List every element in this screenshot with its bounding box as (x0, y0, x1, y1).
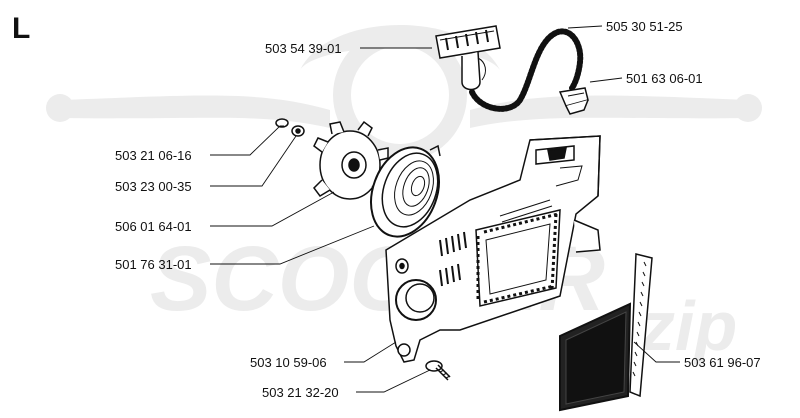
part-number-label: 505 30 51-25 (606, 19, 683, 34)
part-number-label: 503 23 00-35 (115, 179, 192, 194)
rope-end-drawing (558, 87, 589, 115)
recoil-spring-drawing (370, 144, 441, 238)
section-letter: L (12, 12, 31, 45)
filter-plate-drawing (559, 253, 653, 412)
starter-rope-drawing (469, 28, 584, 112)
part-number-label: 503 21 06-16 (115, 148, 192, 163)
watermark-sub: zip (639, 287, 737, 365)
part-number-label: 501 63 06-01 (626, 71, 703, 86)
part-number-label: 501 76 31-01 (115, 257, 192, 272)
starter-housing-drawing (385, 135, 601, 363)
starter-handle-drawing (435, 25, 501, 91)
part-number-label: 503 10 59-06 (250, 355, 327, 370)
part-number-label: 503 21 32-20 (262, 385, 339, 400)
leader-lines (210, 25, 680, 393)
bottom-screw-drawing (425, 360, 451, 381)
pulley-drawing (313, 120, 389, 200)
screw-washer-drawing (275, 118, 305, 137)
part-number-label: 503 61 96-07 (684, 355, 761, 370)
part-number-label: 506 01 64-01 (115, 219, 192, 234)
part-number-label: 503 54 39-01 (265, 41, 342, 56)
